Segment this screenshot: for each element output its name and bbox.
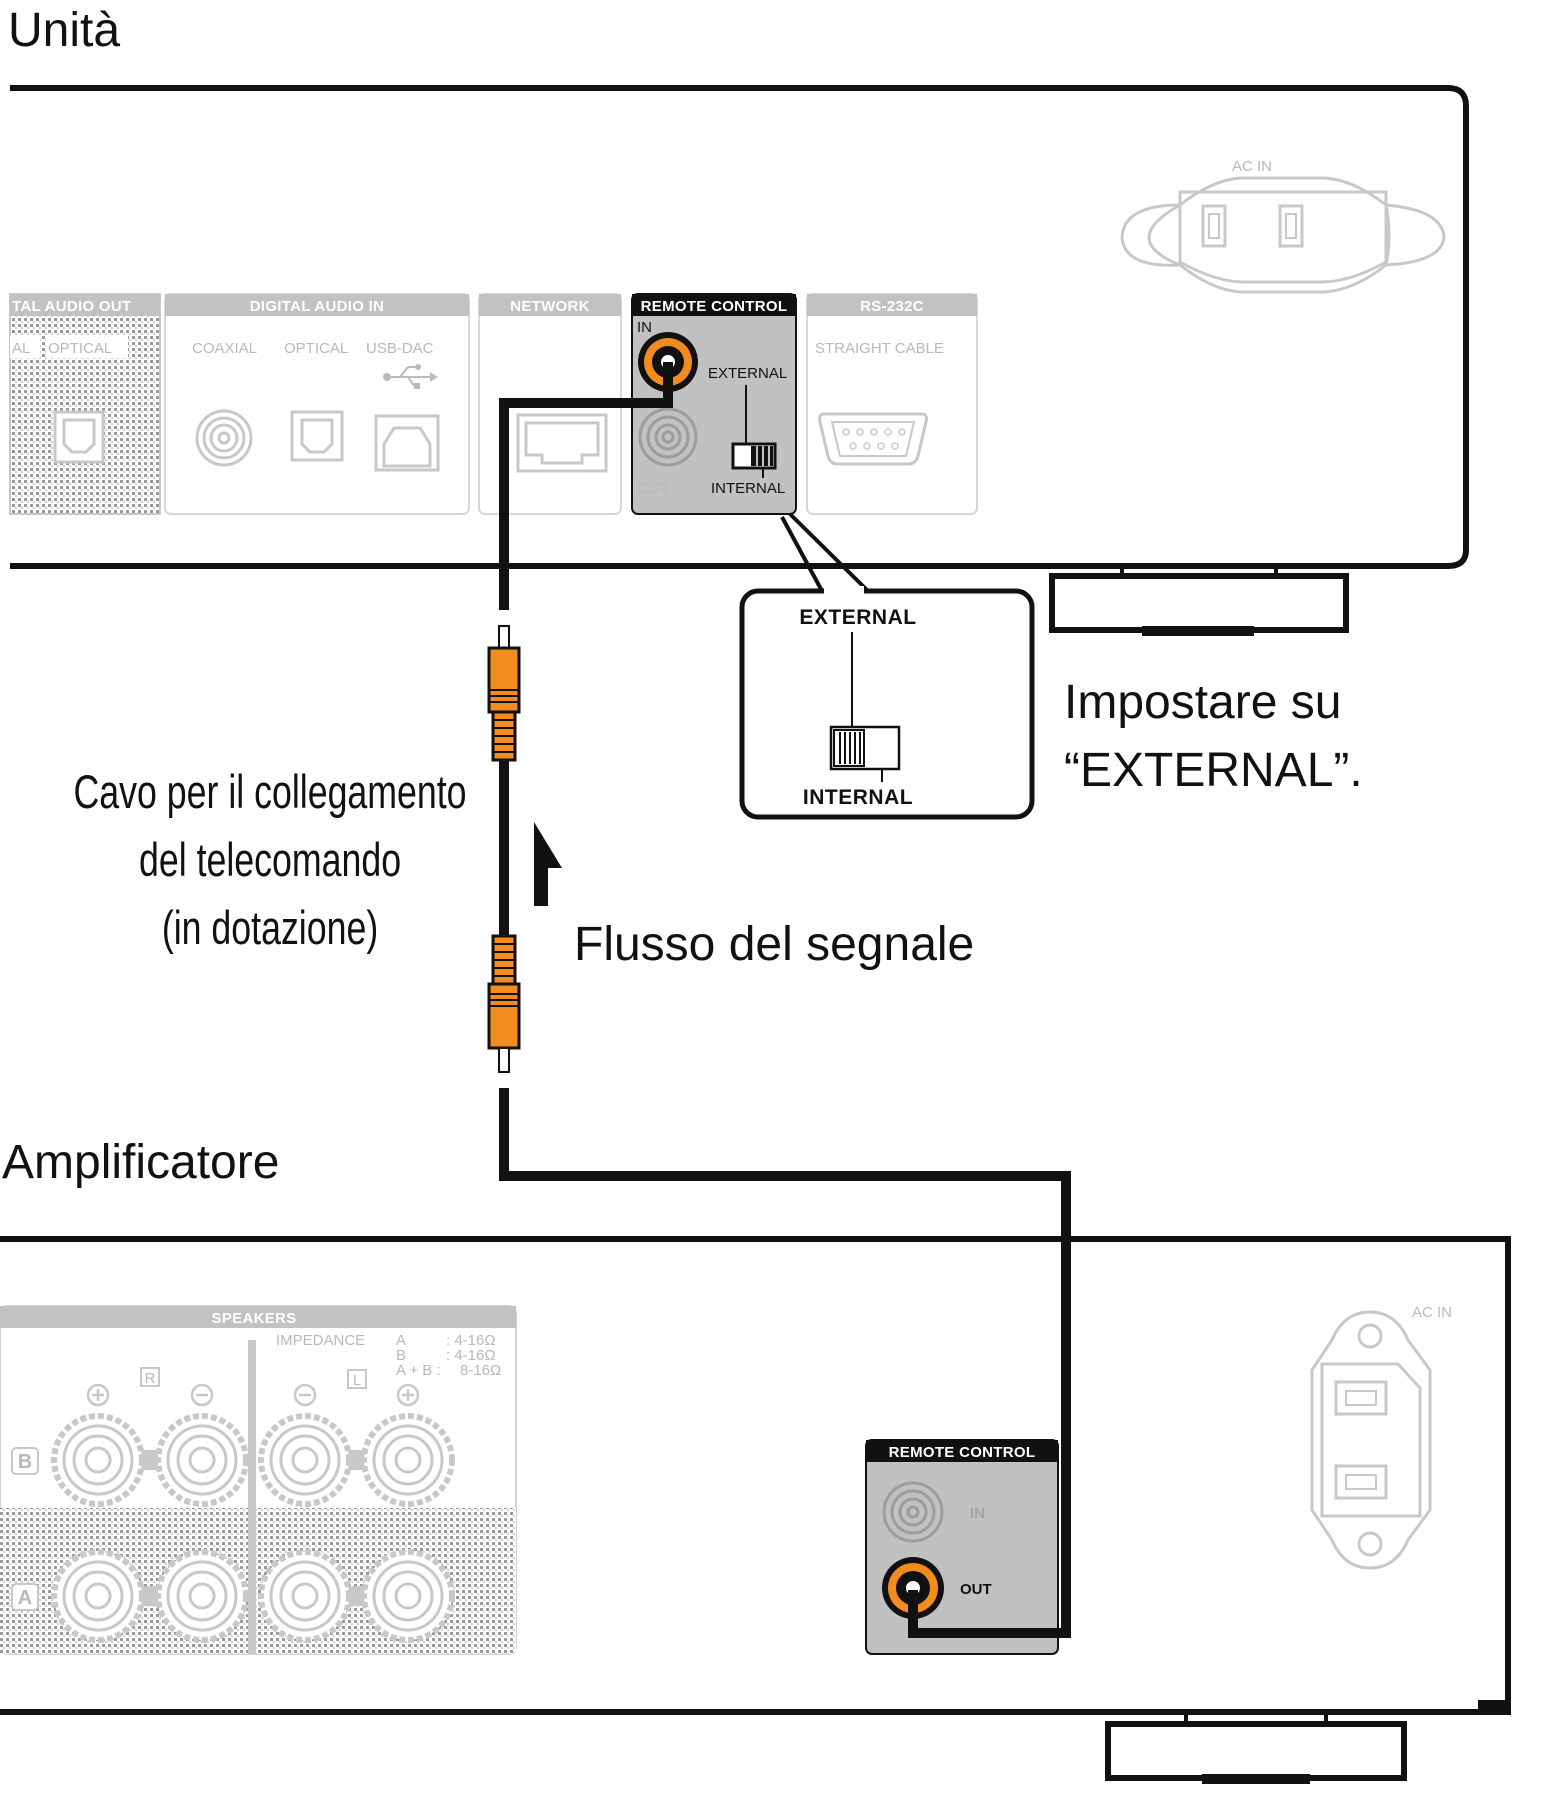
switch-callout: EXTERNAL INTERNAL: [739, 512, 1035, 820]
speaker-binding-post: [361, 1549, 455, 1643]
speaker-binding-post: [258, 1549, 352, 1643]
impedance-b-label: B: [396, 1347, 406, 1364]
polarity-plus-icon: [86, 1383, 420, 1407]
impedance-b-value: : 4-16Ω: [446, 1347, 496, 1364]
signal-flow-arrow-icon: [534, 822, 562, 906]
optical-out-label: OPTICAL: [48, 340, 112, 357]
amp-ac-inlet: AC IN: [1310, 1304, 1452, 1570]
unit-heading: Unità: [8, 4, 120, 57]
unit-rc-out-label: OUT: [637, 480, 669, 497]
unit-rc-in-label: IN: [637, 319, 652, 336]
unit-rc-external-label: EXTERNAL: [708, 365, 787, 382]
amp-rc-in-label: IN: [970, 1505, 985, 1522]
callout-external-label: EXTERNAL: [799, 606, 916, 629]
callout-internal-label: INTERNAL: [803, 786, 913, 809]
straight-cable-label: STRAIGHT CABLE: [815, 340, 944, 357]
ethernet-port: [516, 413, 608, 473]
unit-rc-out-jack: [638, 407, 698, 467]
unit-rc-internal-label: INTERNAL: [711, 480, 785, 497]
rs232c-label: RS-232C: [860, 298, 924, 315]
digital-audio-in-label: DIGITAL AUDIO IN: [250, 298, 385, 315]
amplifier-rear-panel: [0, 1236, 1511, 1784]
al-label: AL: [12, 340, 30, 357]
speaker-binding-post: [155, 1413, 249, 1507]
impedance-ab-value: 8-16Ω: [460, 1362, 501, 1379]
network-label: NETWORK: [510, 298, 590, 315]
instruction-line2: “EXTERNAL”.: [1064, 744, 1363, 797]
usb-dac-jack: [374, 414, 440, 472]
cable-caption-line1: Cavo per il collegamento: [74, 765, 467, 818]
row-b-label: B: [18, 1451, 32, 1473]
cable-caption-line2: del telecomando: [139, 833, 401, 886]
speakers-label: SPEAKERS: [212, 1310, 297, 1327]
remote-control-cable: [487, 362, 1071, 1638]
amp-ac-in-label: AC IN: [1412, 1304, 1452, 1321]
unit-ac-inlet: AC IN: [1120, 158, 1446, 294]
row-a-label: A: [18, 1587, 32, 1609]
callout-switch-icon: [829, 725, 901, 782]
amp-rc-in-jack: [882, 1481, 944, 1543]
usb-dac-label: USB-DAC: [366, 340, 434, 357]
impedance-a-label: A: [396, 1332, 406, 1349]
coaxial-jack: [195, 409, 253, 467]
impedance-ab-label: A + B :: [396, 1362, 441, 1379]
optical-in-jack: [290, 410, 344, 462]
amp-rc-out-label: OUT: [960, 1581, 992, 1598]
rs232c-port: [818, 412, 928, 466]
signal-flow-label: Flusso del segnale: [574, 918, 974, 971]
amp-remote-control-section: REMOTE CONTROL IN OUT: [865, 1439, 1059, 1655]
digital-audio-out-section: TAL AUDIO OUT AL OPTICAL: [9, 293, 161, 515]
usb-icon: [383, 364, 438, 389]
unit-rear-panel: [10, 85, 1469, 636]
optical-in-label: OPTICAL: [284, 340, 348, 357]
speaker-terminals: [51, 1413, 455, 1643]
speakers-section: SPEAKERS IMPEDANCE A B A + B : : 4-16Ω :…: [0, 1305, 517, 1655]
polarity-minus-icon: [190, 1383, 317, 1407]
amplifier-heading: Amplificatore: [2, 1136, 279, 1189]
channel-l-label: L: [353, 1372, 361, 1389]
amp-remote-control-label: REMOTE CONTROL: [889, 1444, 1036, 1461]
unit-rc-switch: [731, 385, 777, 478]
coaxial-label: COAXIAL: [192, 340, 257, 357]
speaker-binding-post: [51, 1549, 145, 1643]
speaker-binding-post: [51, 1413, 145, 1507]
speaker-binding-post: [155, 1549, 249, 1643]
upper-rca-plug: [487, 625, 521, 762]
digital-audio-in-section: DIGITAL AUDIO IN COAXIAL OPTICAL USB-DAC: [164, 293, 470, 515]
speaker-binding-post: [258, 1413, 352, 1507]
unit-remote-control-section: REMOTE CONTROL IN OUT EXTERNAL INTERNAL: [631, 293, 797, 515]
unit-remote-control-label: REMOTE CONTROL: [641, 298, 788, 315]
cable-caption: Cavo per il collegamento del telecomando…: [74, 765, 467, 954]
channel-r-label: R: [145, 1370, 156, 1387]
impedance-label: IMPEDANCE: [276, 1332, 365, 1349]
instruction-line1: Impostare su: [1064, 676, 1341, 729]
speaker-binding-post: [361, 1413, 455, 1507]
unit-ac-in-label: AC IN: [1232, 158, 1272, 175]
rs232c-section: RS-232C STRAIGHT CABLE: [806, 293, 978, 515]
cable-caption-line3: (in dotazione): [162, 901, 378, 954]
digital-audio-out-label: TAL AUDIO OUT: [12, 298, 131, 315]
impedance-a-value: : 4-16Ω: [446, 1332, 496, 1349]
lower-rca-plug: [487, 934, 521, 1073]
